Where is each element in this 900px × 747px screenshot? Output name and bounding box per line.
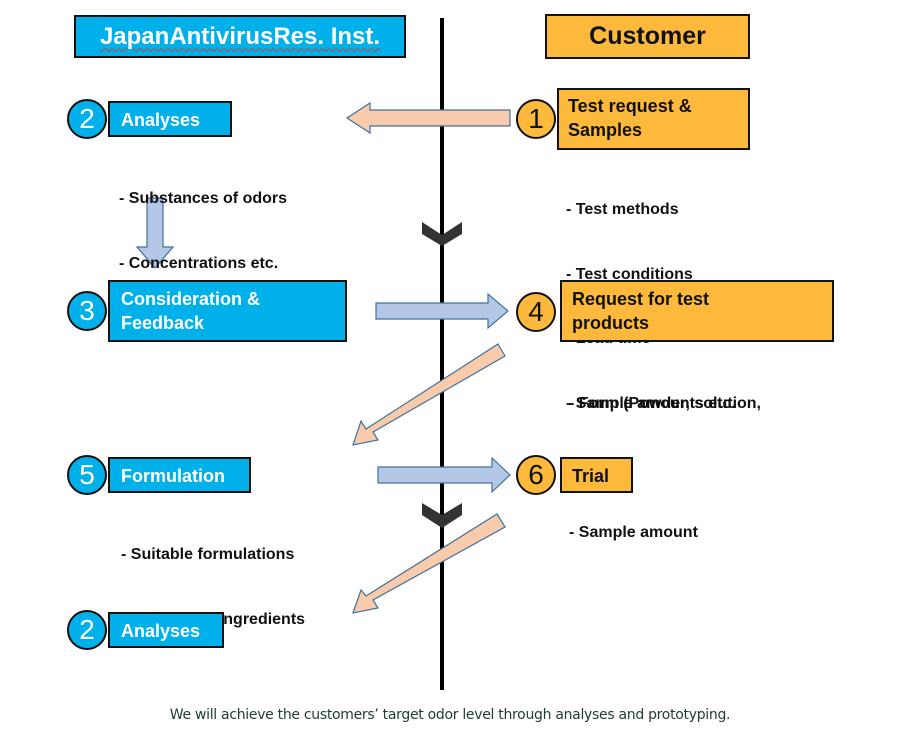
step-4-request-box: Request for test products	[560, 280, 834, 342]
arrow-trial-to-analyses	[352, 513, 506, 614]
step-number: 2	[79, 614, 95, 645]
customer-header-label: Customer	[589, 22, 706, 50]
step-label-line: Feedback	[121, 313, 205, 333]
step-2-analyses-box: Analyses	[108, 101, 232, 137]
step-label-line: Test request &	[568, 96, 692, 116]
arrow-formulation-to-trial	[377, 456, 511, 494]
step-label-line: Request for test	[572, 289, 710, 309]
note-item: - Suitable formulations	[121, 546, 295, 563]
step-1-number-badge: 1	[516, 99, 556, 139]
chevron-down-icon	[422, 503, 462, 528]
institute-header-label: JapanAntivirusRes. Inst.	[99, 22, 381, 50]
step-5-number-badge: 5	[67, 455, 107, 495]
step-label-line: Samples	[568, 120, 643, 140]
step-label-line: Consideration &	[121, 289, 261, 309]
step-6-trial-box: Trial	[560, 457, 633, 493]
note-item: - Sample amount	[569, 524, 698, 541]
step-label: Trial	[572, 466, 610, 486]
step-3-consideration-box: Consideration & Feedback	[108, 280, 347, 342]
step-number: 2	[79, 103, 95, 134]
step-number: 5	[79, 459, 95, 490]
step-4-notes: - Form (Powder, solution, MB) - Sample a…	[569, 350, 761, 565]
note-item: - Substances of odors	[119, 190, 288, 207]
note-item: - Sample amounts etc.	[566, 394, 736, 412]
arrow-request-to-formulation	[352, 343, 506, 446]
step-2-notes: - Substances of odors - Concentrations e…	[119, 145, 287, 296]
arrow-consideration-to-request	[375, 292, 509, 330]
institute-header: JapanAntivirusRes. Inst.	[74, 15, 406, 58]
step-number: 4	[528, 296, 544, 327]
step-label-line: products	[572, 313, 650, 333]
note-item: - Test methods	[566, 201, 679, 218]
chevron-down-icon	[422, 222, 462, 246]
step-2-repeat-number-badge: 2	[67, 610, 107, 650]
step-number: 1	[528, 103, 544, 134]
arrow-request-to-analyses	[345, 101, 511, 135]
step-4-number-badge: 4	[516, 292, 556, 332]
step-6-number-badge: 6	[516, 455, 556, 495]
step-label: Analyses	[121, 621, 201, 641]
footer-caption: We will achieve the customers’ target od…	[169, 707, 731, 723]
step-3-number-badge: 3	[67, 291, 107, 331]
step-label: Formulation	[121, 466, 225, 486]
note-item: - Test conditions	[566, 265, 693, 283]
customer-header: Customer	[545, 14, 750, 59]
note-item: - Form (Powder, solution,	[569, 395, 761, 412]
step-number: 6	[528, 459, 544, 490]
step-2-number-badge: 2	[67, 99, 107, 139]
step-5-formulation-box: Formulation	[108, 457, 251, 493]
step-number: 3	[79, 295, 95, 326]
step-label: Analyses	[121, 110, 201, 130]
step-2-repeat-analyses-box: Analyses	[108, 612, 224, 648]
step-1-test-request-box: Test request & Samples	[557, 88, 750, 150]
note-item: - Concentrations etc.	[119, 254, 279, 272]
arrow-analyses-to-consideration	[135, 197, 175, 269]
